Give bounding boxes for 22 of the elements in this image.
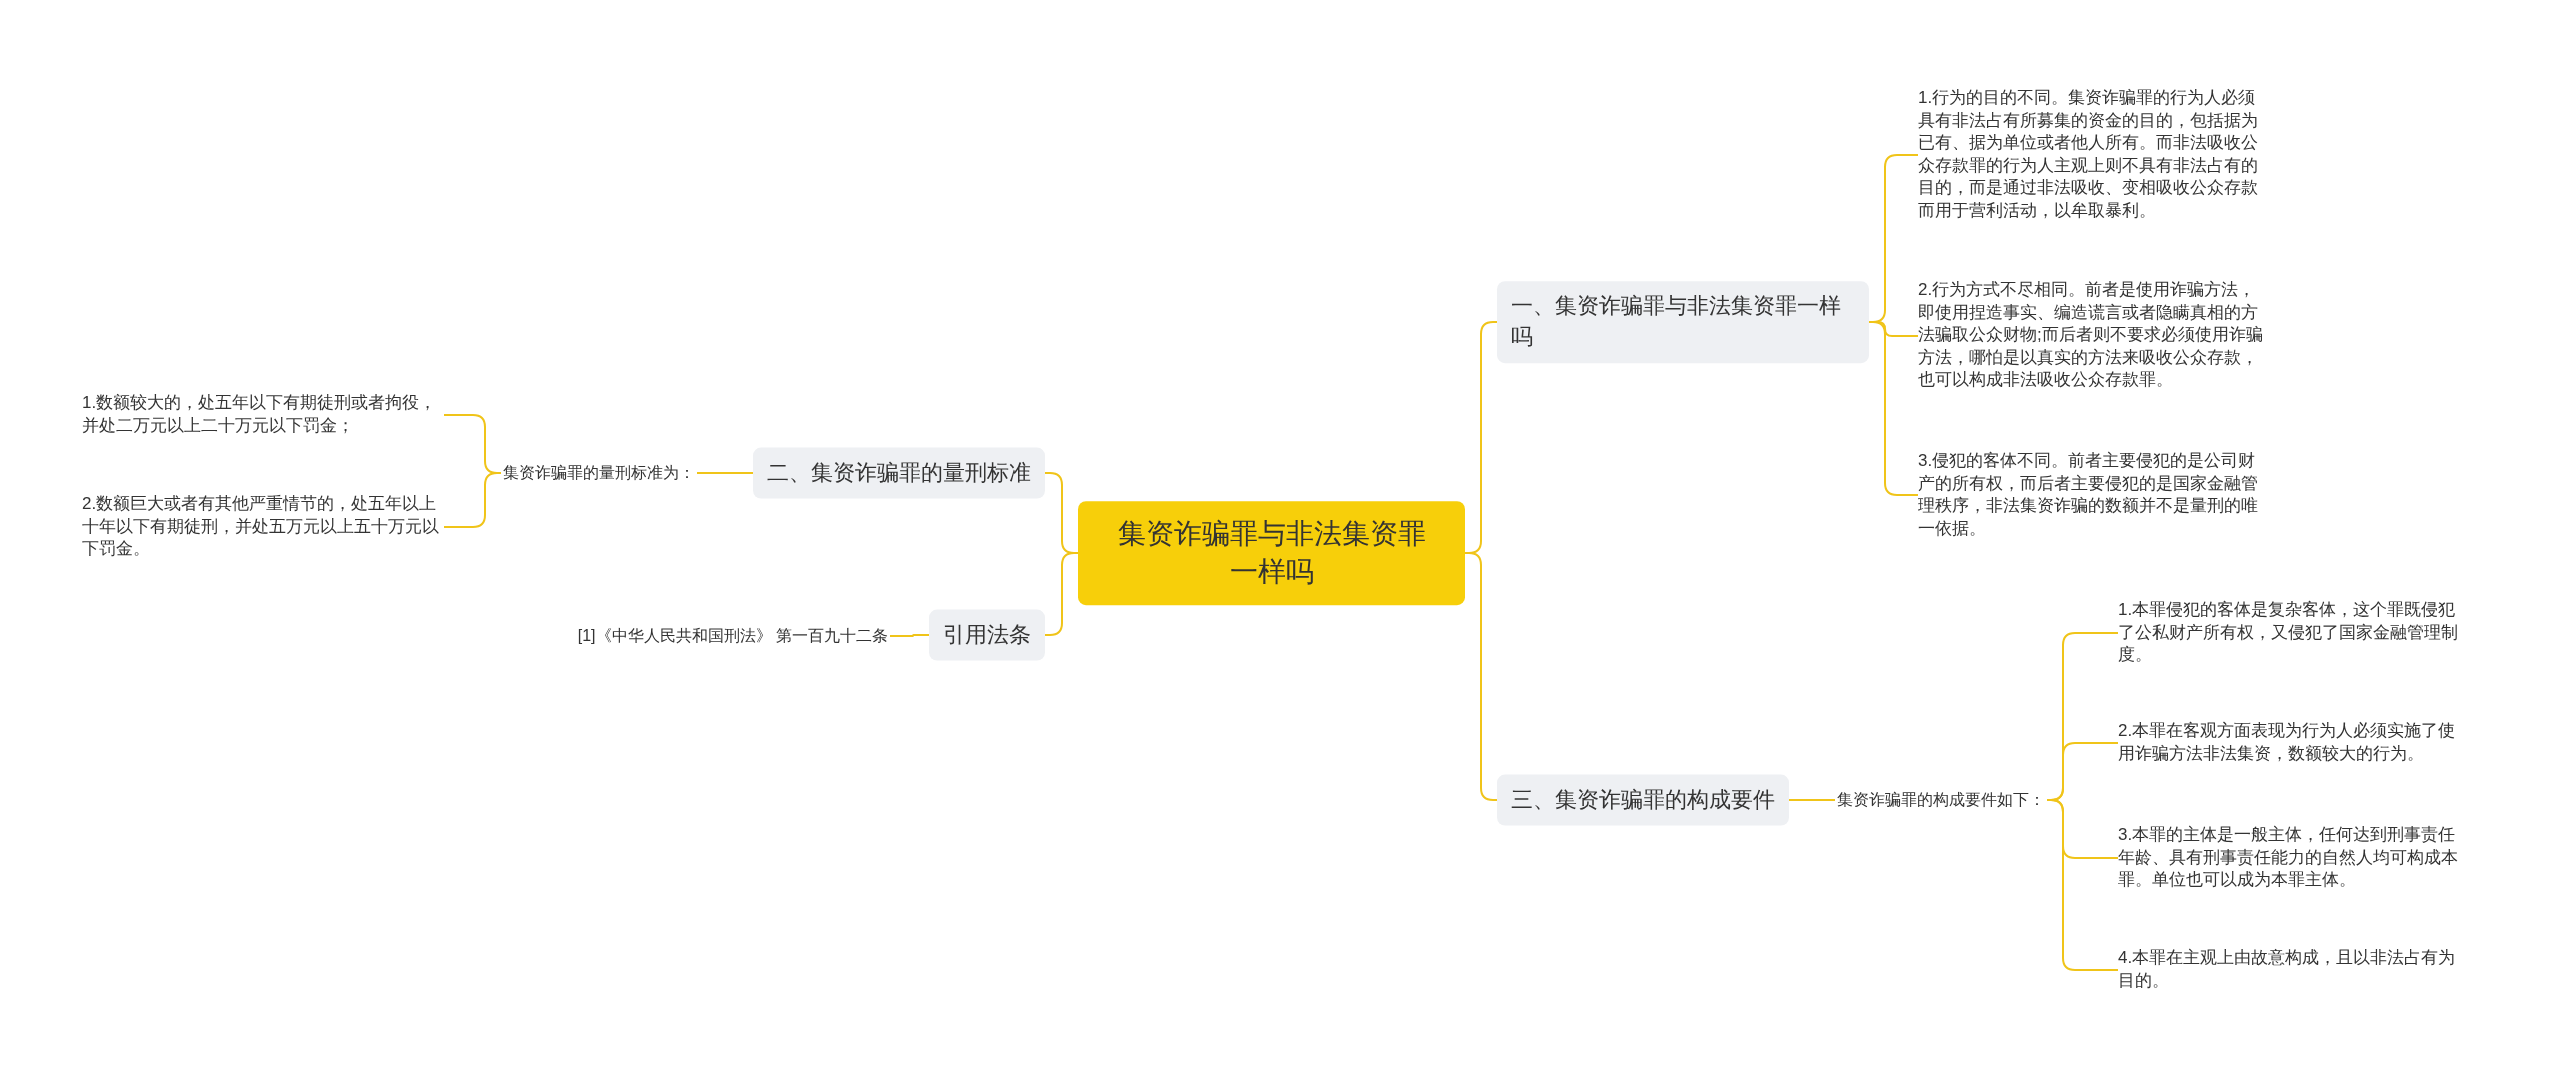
branch-topic-box: 二、集资诈骗罪的量刑标准 [753, 447, 1045, 499]
central-topic-box: 集资诈骗罪与非法集资罪一样吗 [1078, 501, 1465, 605]
branch-topic-box: 引用法条 [929, 609, 1045, 661]
note-text: 1.数额较大的，处五年以下有期徒刑或者拘役，并处二万元以上二十万元以下罚金； [82, 392, 444, 438]
note-text: 3.本罪的主体是一般主体，任何达到刑事责任年龄、具有刑事责任能力的自然人均可构成本罪。单位也可以成为本罪主体。 [2118, 824, 2468, 892]
subtopic-text: 集资诈骗罪的量刑标准为： [501, 458, 697, 488]
note-text: 2.行为方式不尽相同。前者是使用诈骗方法，即使用捏造事实、编造谎言或者隐瞒真相的方法骗取公众财物;而后者则不要求必须使用诈骗方法，哪怕是以真实的方法来吸收公众存款，也可以构成非法吸收公众存款罪。 [1918, 279, 2268, 393]
note-text: 2.本罪在客观方面表现为行为人必须实施了使用诈骗方法非法集资，数额较大的行为。 [2118, 720, 2468, 766]
connector-line [443, 472, 502, 528]
note-text: 2.数额巨大或者有其他严重情节的，处五年以上十年以下有期徒刑，并处五万元以上五十万元以下罚金。 [82, 493, 444, 561]
connector-line [889, 634, 930, 637]
note-text: 1.本罪侵犯的客体是复杂客体，这个罪既侵犯了公私财产所有权，又侵犯了国家金融管理制度。 [2118, 599, 2468, 667]
subtopic-text: 集资诈骗罪的构成要件如下： [1835, 785, 2047, 815]
branch-topic-box: 一、集资诈骗罪与非法集资罪一样吗 [1497, 281, 1869, 363]
connector-line [1788, 799, 1836, 801]
note-text: 3.侵犯的客体不同。前者主要侵犯的是公司财产的所有权，而后者主要侵犯的是国家金融管理秩序，非法集资诈骗的数额并不是量刑的唯一依据。 [1918, 449, 2268, 541]
subtopic-text: [1]《中华人民共和国刑法》 第一百九十二条 [575, 621, 890, 651]
note-text: 4.本罪在主观上由故意构成，且以非法占有为目的。 [2118, 947, 2468, 993]
branch-topic-box: 三、集资诈骗罪的构成要件 [1497, 774, 1789, 826]
connector-line [696, 472, 754, 474]
note-text: 1.行为的目的不同。集资诈骗罪的行为人必须具有非法占有所募集的资金的目的，包括据为已有、据为单位或者他人所有。而非法吸收公众存款罪的行为人主观上则不具有非法占有的目的，而是通过非法吸收、变相吸收公众存款而用于营利活动，以牟取暴利。 [1918, 87, 2268, 223]
connector-line [2046, 799, 2119, 971]
